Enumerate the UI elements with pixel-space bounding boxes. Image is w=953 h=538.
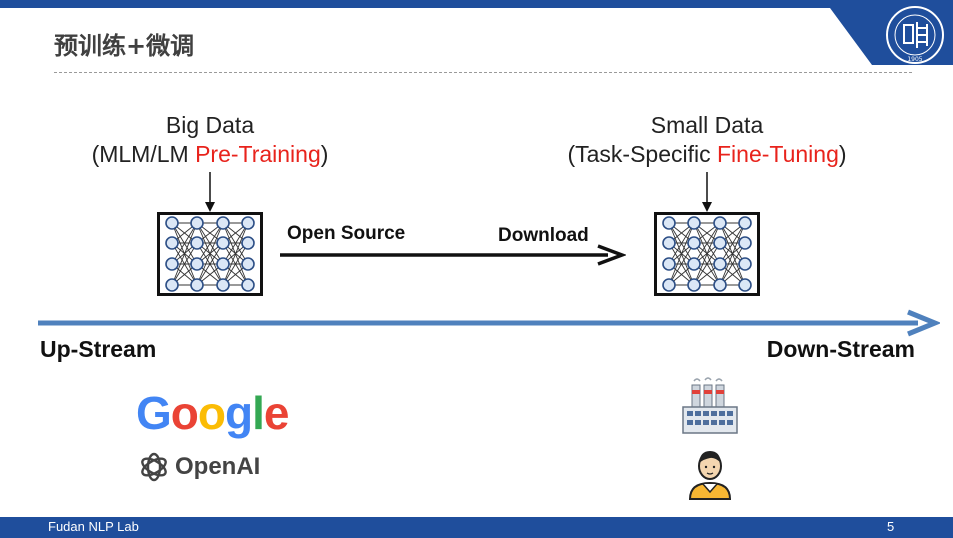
- nn-node: [165, 257, 179, 271]
- nn-node: [687, 278, 701, 292]
- title-divider: [54, 72, 912, 73]
- nn-node: [165, 216, 179, 230]
- downstream-caption-prefix: (Task-Specific: [567, 141, 717, 167]
- nn-node: [687, 257, 701, 271]
- top-bar: [0, 0, 953, 8]
- upstream-input-arrow: [205, 172, 215, 212]
- nn-node: [662, 257, 676, 271]
- google-letter: G: [136, 387, 172, 439]
- downstream-caption-suffix: ): [838, 141, 847, 167]
- footer-bar: [0, 517, 953, 538]
- open-source-label: Open Source: [287, 223, 406, 244]
- nn-node: [190, 236, 204, 250]
- openai-logo-icon: [141, 452, 167, 482]
- nn-node: [738, 257, 752, 271]
- page-number: 5: [887, 519, 895, 534]
- pretraining-highlight: Pre-Training: [195, 141, 321, 167]
- nn-node: [165, 278, 179, 292]
- nn-node: [241, 278, 255, 292]
- upstream-caption-line1: Big Data: [165, 112, 255, 138]
- downstream-caption-line1: Small Data: [650, 112, 764, 138]
- finetuning-highlight: Fine-Tuning: [717, 141, 839, 167]
- nn-node: [216, 278, 230, 292]
- download-label: Download: [498, 225, 589, 246]
- nn-node: [216, 257, 230, 271]
- person-icon: [688, 451, 732, 500]
- nn-node: [662, 278, 676, 292]
- finetuned-model-icon: [654, 212, 760, 296]
- downstream-input-arrow: [702, 172, 712, 212]
- google-letter: l: [252, 387, 265, 439]
- stream-timeline-arrow: [38, 309, 940, 337]
- downstream-caption-line2: (Task-Specific Fine-Tuning): [547, 141, 867, 168]
- nn-node: [738, 278, 752, 292]
- nn-node: [190, 216, 204, 230]
- nn-node: [241, 216, 255, 230]
- nn-node: [713, 216, 727, 230]
- google-letter: o: [170, 387, 199, 439]
- nn-node: [687, 216, 701, 230]
- nn-node: [738, 216, 752, 230]
- nn-node: [738, 236, 752, 250]
- upstream-caption-prefix: (MLM/LM: [91, 141, 196, 167]
- nn-node: [662, 216, 676, 230]
- google-letter: o: [197, 387, 226, 439]
- pretrained-model-icon: [157, 212, 263, 296]
- nn-node: [190, 257, 204, 271]
- factory-icon: [682, 377, 738, 434]
- google-logo: Google: [136, 386, 290, 440]
- upstream-label: Up-Stream: [40, 336, 157, 362]
- nn-node: [713, 257, 727, 271]
- nn-node: [713, 236, 727, 250]
- nn-node: [216, 236, 230, 250]
- nn-node: [165, 236, 179, 250]
- upstream-caption-suffix: ): [320, 141, 329, 167]
- google-letter: e: [263, 387, 290, 439]
- header-corner: [830, 8, 953, 65]
- nn-node: [241, 257, 255, 271]
- google-letter: g: [225, 387, 253, 439]
- upstream-caption-line2: (MLM/LM Pre-Training): [70, 141, 350, 168]
- nn-node: [216, 216, 230, 230]
- openai-logo-text: OpenAI: [175, 453, 261, 480]
- svg-text:1905: 1905: [907, 56, 922, 63]
- nn-node: [190, 278, 204, 292]
- nn-node: [241, 236, 255, 250]
- transfer-arrow: [280, 244, 626, 266]
- nn-node: [713, 278, 727, 292]
- nn-node: [687, 236, 701, 250]
- nn-node: [662, 236, 676, 250]
- downstream-label: Down-Stream: [766, 336, 915, 362]
- footer-lab-name: Fudan NLP Lab: [48, 519, 139, 534]
- university-seal-icon: 1905: [886, 6, 944, 64]
- slide-title: 预训练+微调: [54, 32, 195, 60]
